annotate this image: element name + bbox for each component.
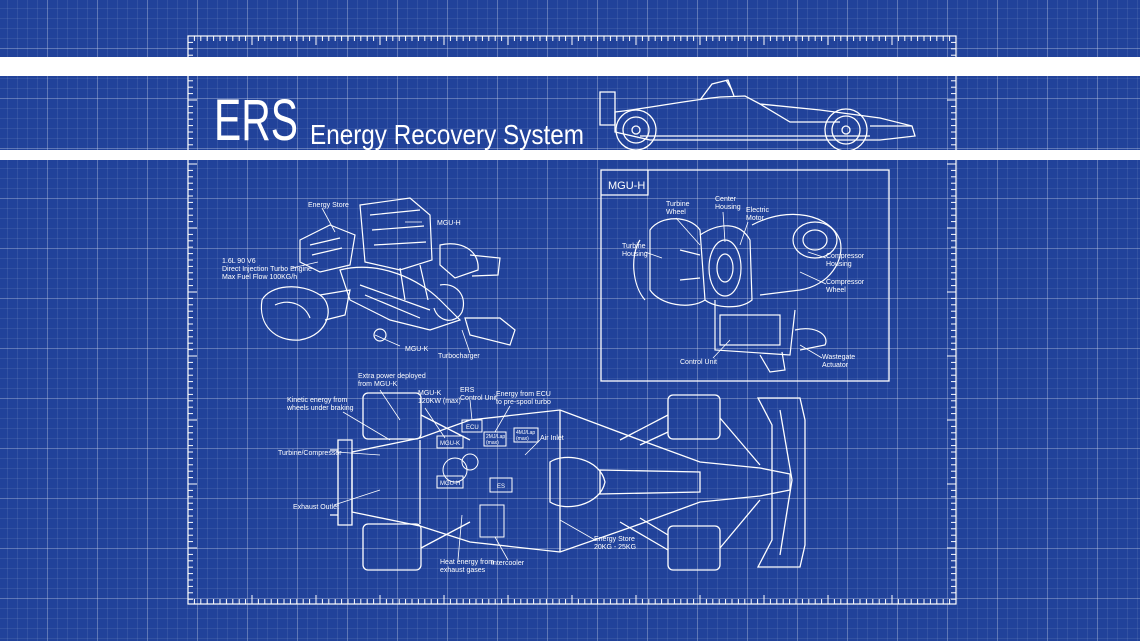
banner-bar-top <box>0 57 1140 76</box>
label-turbine-compressor: Turbine/Compressor <box>278 450 342 457</box>
tag-mgu-h: MGU-H <box>440 481 460 487</box>
label-turbocharger: Turbocharger <box>438 353 480 360</box>
label-line: wheels under braking <box>286 405 354 412</box>
mguh-panel-title: MGU-H <box>608 180 645 192</box>
label-line: Extra power deployed <box>358 373 426 380</box>
mguh-panel-frame <box>600 169 890 382</box>
mguh-panel-title-tab <box>601 170 649 196</box>
label-line: Kinetic energy from <box>287 397 347 404</box>
mguh-turbo-illustration <box>633 213 842 373</box>
label-line: Wheel <box>826 287 846 294</box>
label-mgu-h: MGU-H <box>437 220 461 227</box>
engine-exploded-illustration <box>260 197 516 346</box>
label-line: Turbocharger <box>438 353 480 360</box>
car-component-boxes <box>436 419 539 538</box>
mguh-leader-lines <box>644 211 827 359</box>
label-control-unit: Control Unit <box>680 359 717 366</box>
label-line: Heat energy from <box>440 559 494 566</box>
label-line: Turbine <box>622 243 646 250</box>
label-line: to pre-spool turbo <box>496 399 551 406</box>
tag-lap-limit-2: 2MJ/Lap(max) <box>486 434 505 446</box>
tag-ecu: ECU <box>466 425 479 431</box>
title-abbr: ERS <box>214 88 298 153</box>
label-energy-store: Energy Store <box>308 202 349 209</box>
label-line: Actuator <box>822 362 849 369</box>
label-line: Wastegate <box>822 354 855 361</box>
label-line: Air Inlet <box>540 435 564 442</box>
banner-bar-bottom <box>0 150 1140 160</box>
label-line: Exhaust Outlet <box>293 504 339 511</box>
label-line: ERS <box>460 387 475 394</box>
label-line: Energy Store <box>308 202 349 209</box>
label-line: exhaust gases <box>440 567 486 574</box>
label-line: Housing <box>622 251 648 258</box>
label-line: 1.6L 90 V6 <box>222 258 256 265</box>
side-view-car-illustration <box>599 79 916 152</box>
label-line: Energy Store <box>594 536 635 543</box>
top-view-car-illustration <box>330 392 806 571</box>
label-line: Compressor <box>826 253 865 260</box>
label-line: Control Unit <box>680 359 717 366</box>
tag-line: 2MJ/Lap <box>486 434 505 440</box>
label-line: Max Fuel Flow 100KG/h <box>222 274 297 281</box>
label-line: Energy from ECU <box>496 391 551 398</box>
label-line: Compressor <box>826 279 865 286</box>
tag-line: (max) <box>516 436 529 442</box>
label-line: from MGU-K <box>358 381 398 388</box>
label-air-inlet: Air Inlet <box>540 435 564 442</box>
label-mgu-k: MGU-K <box>405 346 429 353</box>
label-exhaust-outlet: Exhaust Outlet <box>293 504 339 511</box>
tag-lap-limit-4: 4MJ/Lap(max) <box>516 430 535 442</box>
label-line: Turbine/Compressor <box>278 450 342 457</box>
label-line: MGU-K <box>405 346 429 353</box>
label-line: Electric <box>746 207 769 214</box>
label-line: Turbine <box>666 201 690 208</box>
label-line: MGU-K <box>418 390 442 397</box>
label-intercooler: Intercooler <box>491 560 525 567</box>
label-line: Intercooler <box>491 560 525 567</box>
label-line: Motor <box>746 215 765 222</box>
label-line: Center <box>715 196 737 203</box>
label-line: Housing <box>715 204 741 211</box>
label-line: 20KG - 25KG <box>594 544 636 551</box>
car-leader-lines <box>333 389 596 561</box>
label-line: Direct Injection Turbo Engine <box>222 266 312 273</box>
tag-line: 4MJ/Lap <box>516 430 535 436</box>
label-line: Housing <box>826 261 852 268</box>
tag-es: ES <box>497 484 505 490</box>
label-line: Wheel <box>666 209 686 216</box>
label-line: MGU-H <box>437 220 461 227</box>
tag-mgu-k: MGU-K <box>440 441 460 447</box>
label-line: Control Unit <box>460 395 497 402</box>
engine-leader-lines <box>291 207 471 354</box>
label-line: 120KW (max) <box>418 398 461 405</box>
title-full: Energy Recovery System <box>310 119 584 150</box>
tag-line: (max) <box>486 440 499 446</box>
